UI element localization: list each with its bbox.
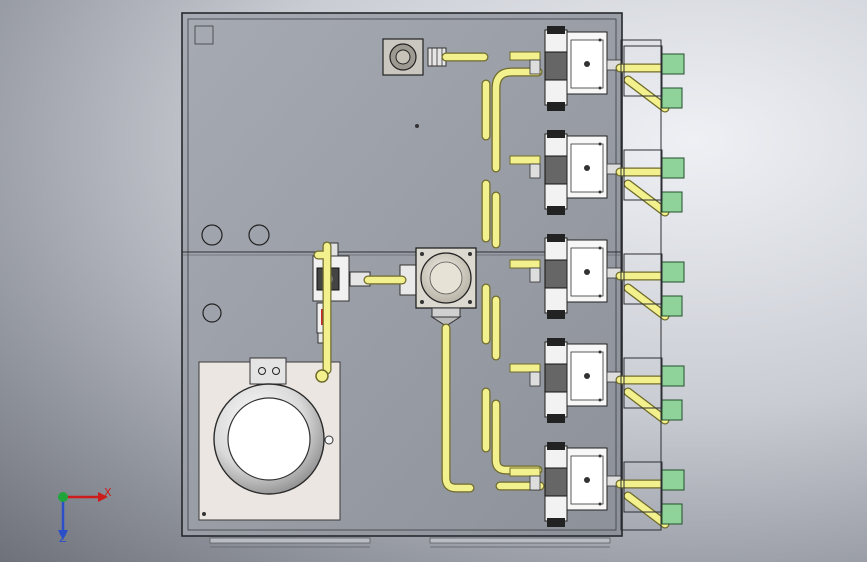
valve-outlet-tube: [624, 180, 669, 216]
valve-outlet-tube: [624, 492, 669, 528]
valve-assembly[interactable]: [509, 338, 685, 425]
valve-top-cap: [547, 130, 565, 138]
valve-bolt: [598, 38, 602, 42]
valve-port: [584, 165, 590, 171]
valve-bottom-cap: [547, 206, 565, 215]
valve-bolt: [598, 86, 602, 90]
valve-port: [584, 269, 590, 275]
reservoir-tank[interactable]: [198, 357, 341, 521]
valve-outlet-tube: [624, 388, 669, 424]
solenoid-coil: [661, 295, 683, 317]
valve-port: [584, 373, 590, 379]
valve-port: [584, 61, 590, 67]
solenoid-coil: [661, 399, 683, 421]
valve-fitting: [529, 59, 541, 75]
valve-inlet-tube: [509, 51, 541, 61]
valve-bolt: [598, 142, 602, 146]
valve-assembly[interactable]: [509, 130, 685, 217]
valve-fitting: [529, 163, 541, 179]
pressure-gauge[interactable]: [382, 38, 447, 76]
valve-inlet-tube: [509, 155, 541, 165]
triad-axes: [58, 492, 108, 540]
valve-top-cap: [547, 26, 565, 34]
solenoid-coil: [661, 87, 683, 109]
solenoid-coil: [661, 503, 683, 525]
valve-bolt: [598, 350, 602, 354]
valve-bolt: [598, 294, 602, 298]
valve-top-cap: [547, 442, 565, 450]
solenoid-manifold[interactable]: [620, 39, 662, 531]
valve-bottom-cap: [547, 518, 565, 527]
valve-assembly[interactable]: [509, 442, 685, 529]
coil-housing: [623, 45, 663, 97]
valve-inlet-tube: [509, 363, 541, 373]
valve-fitting: [529, 267, 541, 283]
valve-bolt: [598, 398, 602, 402]
coil-housing: [623, 149, 663, 201]
valve-bolt: [598, 246, 602, 250]
coil-housing: [623, 253, 663, 305]
valve-bottom-cap: [547, 102, 565, 111]
valve-bottom-cap: [547, 310, 565, 319]
valve-outlet-tube: [624, 284, 669, 320]
solenoid-coil: [661, 469, 685, 491]
z-axis-label: Z: [59, 532, 67, 545]
valve-bottom-cap: [547, 414, 565, 423]
solenoid-coil: [661, 157, 685, 179]
valve-assembly[interactable]: [509, 26, 685, 113]
valve-port: [584, 477, 590, 483]
x-axis-label: X: [104, 486, 112, 499]
valve-bolt: [598, 502, 602, 506]
valve-bolt: [598, 190, 602, 194]
valve-top-cap: [547, 234, 565, 242]
directional-valve-stack[interactable]: [509, 26, 685, 529]
mounting-rails: [209, 537, 611, 548]
valve-inlet-tube: [509, 259, 541, 269]
valve-assembly[interactable]: [509, 234, 685, 321]
coil-housing: [623, 357, 663, 409]
coordinate-triad-icon: X Z: [40, 480, 120, 550]
solenoid-coil: [661, 191, 683, 213]
valve-fitting: [529, 475, 541, 491]
valve-fitting: [529, 371, 541, 387]
valve-top-cap: [547, 338, 565, 346]
solenoid-coil: [661, 53, 685, 75]
valve-outlet-tube: [624, 76, 669, 112]
solenoid-coil: [661, 261, 685, 283]
valve-inlet-tube: [509, 467, 541, 477]
valve-bolt: [598, 454, 602, 458]
coil-housing: [623, 461, 663, 513]
solenoid-coil: [661, 365, 685, 387]
pump-motor[interactable]: [399, 247, 477, 327]
hydraulic-tubing: [313, 52, 545, 493]
